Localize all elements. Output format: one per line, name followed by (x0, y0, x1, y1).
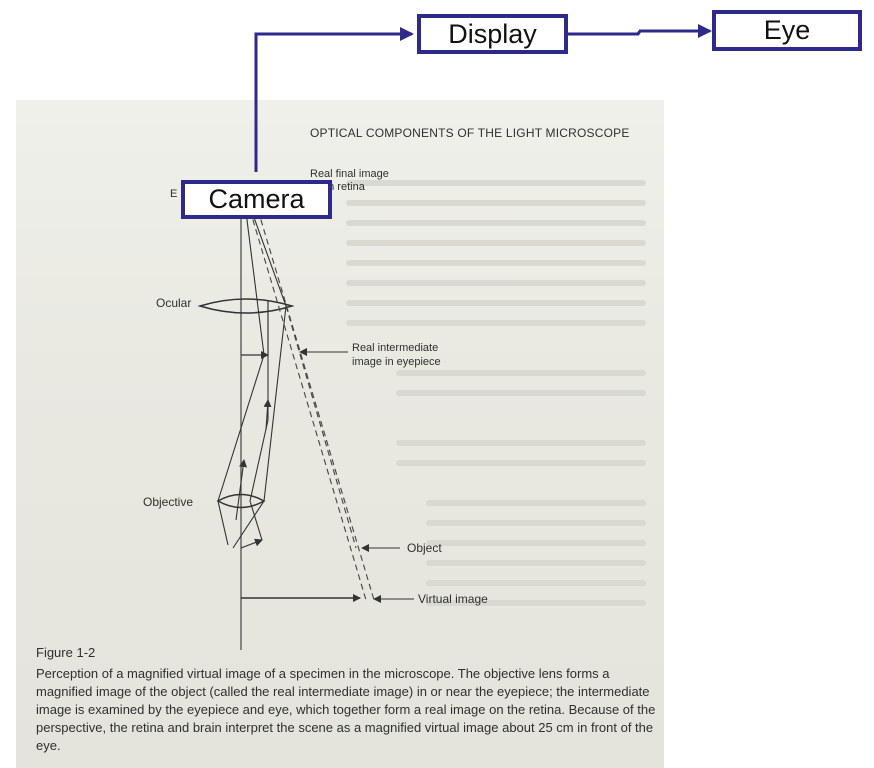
faded-text-line (426, 600, 646, 606)
ocular-label: Ocular (156, 296, 192, 310)
faded-text-line (346, 240, 646, 246)
ray-right (232, 211, 287, 549)
faded-text-line (426, 500, 646, 506)
ray-arrow-2 (263, 399, 272, 431)
faded-text-line (346, 260, 646, 266)
virtual-ray-2 (257, 209, 375, 601)
faded-text-line (346, 200, 646, 206)
ray-center (249, 355, 269, 541)
object-label: Object (407, 541, 442, 555)
page-header: OPTICAL COMPONENTS OF THE LIGHT MICROSCO… (310, 126, 630, 140)
virtual-ray-3 (285, 305, 357, 549)
eye-label-fragment: E (170, 188, 178, 200)
real-intermediate-label: Real intermediate (352, 342, 439, 354)
faded-text-line (426, 560, 646, 566)
textbook-page-photo (16, 100, 664, 768)
faded-text-line (396, 440, 646, 446)
faded-text-line (346, 320, 646, 326)
virtual-image-label: Virtual image (418, 592, 488, 606)
faded-text-line (346, 180, 646, 186)
faded-text-line (426, 520, 646, 526)
faded-text-line (396, 370, 646, 376)
virtual-ray-1 (249, 209, 367, 601)
objective-label: Objective (143, 495, 194, 509)
on-retina-label: on retina (322, 181, 365, 193)
image-in-eyepiece-label: image in eyepiece (352, 356, 441, 368)
faded-text-line (346, 280, 646, 286)
faded-text-line (346, 300, 646, 306)
faded-text-line (346, 220, 646, 226)
camera-box: Camera (181, 180, 332, 219)
faded-text-line (426, 580, 646, 586)
ocular-lens (197, 298, 295, 314)
camera-to-display-connector (254, 27, 414, 172)
ray-arrow-1 (235, 459, 248, 521)
faded-text-line (396, 390, 646, 396)
figure-label: Figure 1-2 (36, 645, 96, 660)
eye-box: Eye (712, 10, 862, 51)
object-arrow (240, 538, 263, 549)
figure-caption: Perception of a magnified virtual image … (36, 666, 656, 753)
real-final-image-label: Real final image (310, 168, 389, 180)
display-to-eye-connector (568, 24, 712, 38)
ray-upper-left (217, 211, 265, 546)
faded-text-line (426, 540, 646, 546)
faded-text-line (396, 460, 646, 466)
display-box: Display (417, 14, 568, 54)
